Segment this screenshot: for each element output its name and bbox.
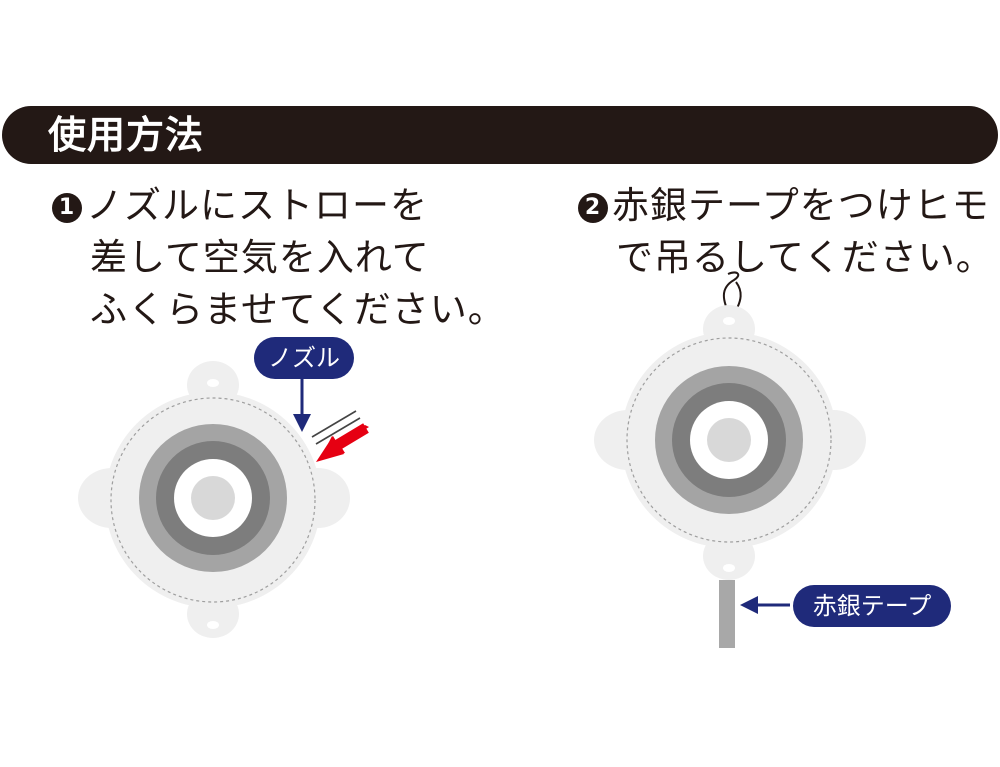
tape-pointer [740, 596, 790, 614]
step-1-number: 1 [52, 193, 82, 223]
balloon-1-seam [110, 397, 316, 603]
step-1-line-1: ノズルにストローを [86, 184, 428, 227]
balloon-2-center [707, 418, 751, 462]
balloon-1-bottom-hole [207, 621, 219, 629]
balloon-1-illustration [78, 361, 350, 638]
step-2-line-1: 赤銀テープをつけヒモ [612, 184, 990, 227]
balloon-2-illustration [594, 271, 866, 648]
balloon-1-top-hole [207, 379, 219, 387]
tape-callout-label: 赤銀テープ [793, 585, 951, 627]
step-1-line-2: 差して空気を入れて [90, 236, 430, 279]
nozzle-pointer [293, 378, 311, 432]
nozzle-callout-label: ノズル [254, 337, 354, 379]
step-2-line-2: で吊るしてください。 [616, 236, 994, 279]
balloon-2-seam [626, 337, 832, 543]
red-arrow-icon [316, 423, 369, 462]
step-1-line-3: ふくらませてください。 [90, 288, 506, 331]
straw-icon [311, 410, 361, 445]
section-header-bar [2, 106, 998, 164]
balloon-1-center [191, 476, 235, 520]
section-title: 使用方法 [48, 113, 205, 157]
red-silver-tape-icon [719, 580, 735, 648]
step-2-number: 2 [578, 193, 608, 223]
